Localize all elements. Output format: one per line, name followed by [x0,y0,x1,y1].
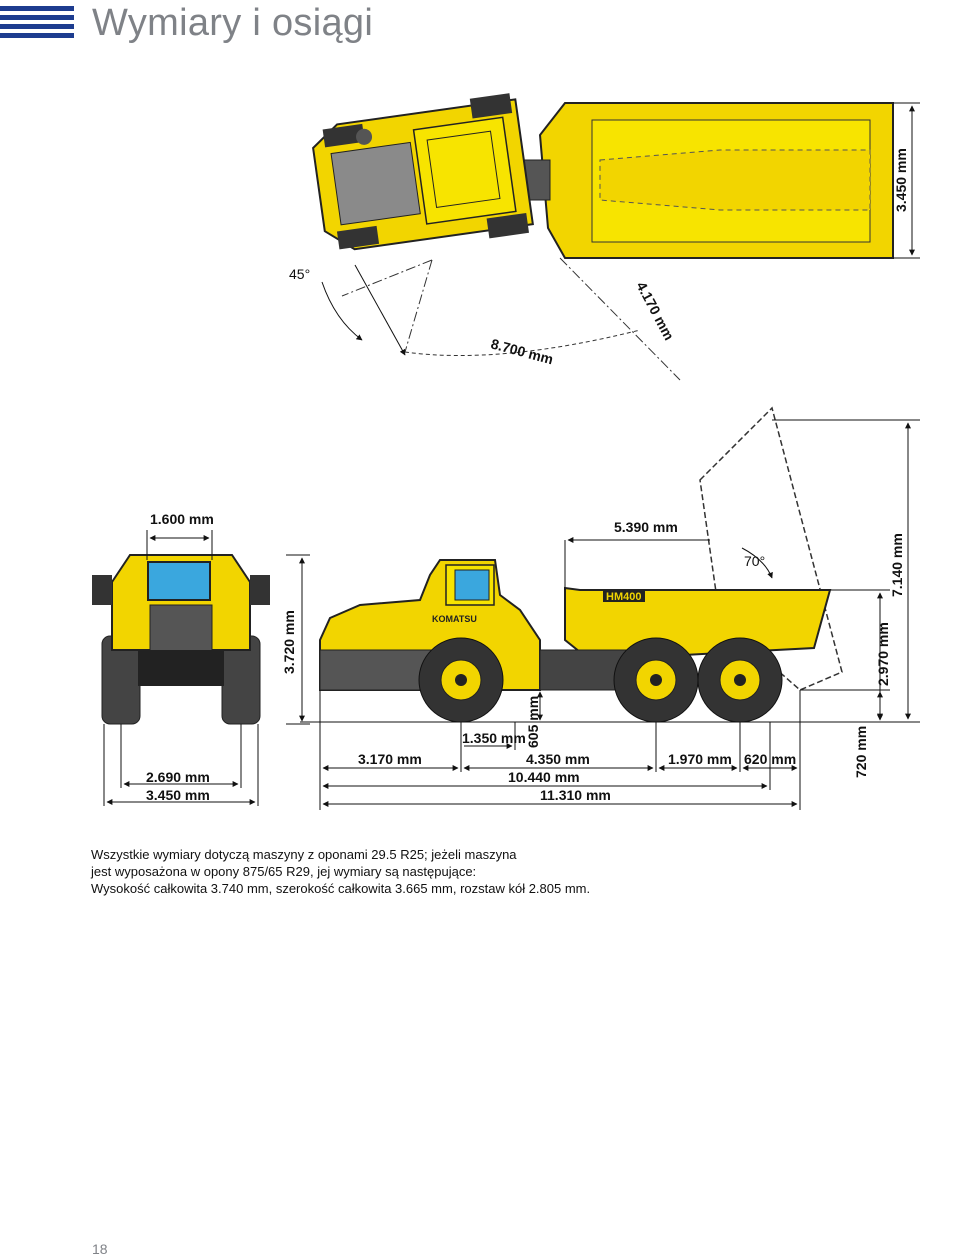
top-width-label: 3.450 mm [893,148,909,212]
dump-length-label: 5.390 mm [614,519,678,535]
brand-badge: KOMATSU [432,614,477,624]
dump-angle-label: 70° [744,553,765,569]
side-view: HM400 KOMATSU 70° 5.390 [300,406,920,810]
front-bumper [138,650,224,686]
top-tractor-unit [312,93,534,251]
front-right-mirror [250,575,270,605]
turn-angle-arc [321,281,363,341]
footnote: Wszystkie wymiary dotyczą maszyny z opon… [91,846,651,897]
rear-overhang-label: 620 mm [744,751,796,767]
dimensions-diagram: 45° 8.700 mm 4.170 mm 3.450 mm 1.600 mm … [92,93,920,810]
turning-radius-label: 8.700 mm [489,335,555,367]
front-left-mirror [92,575,112,605]
footnote-line-1: Wszystkie wymiary dotyczą maszyny z opon… [91,847,517,862]
turn-angle-label: 45° [289,266,310,282]
front-windshield [147,561,211,601]
inner-radius-line [559,257,681,381]
body-length-label: 10.440 mm [508,769,580,785]
side-cab-window [454,569,490,601]
side-dump-body [564,586,832,662]
overall-length-label: 11.310 mm [540,787,611,803]
ground-clearance-label: 605 mm [525,696,541,748]
top-dump-body [538,102,894,259]
side-wheel-rear-1 [613,637,699,723]
page-title: Wymiary i osiągi [92,2,374,44]
track-label: 2.690 mm [146,769,210,785]
model-badge: HM400 [606,591,641,603]
wheelbase-label: 4.350 mm [526,751,590,767]
inner-radius-label: 4.170 mm [633,279,677,343]
brand-stripes [0,6,74,40]
front-overhang-detail-label: 1.350 mm [462,730,526,746]
front-width-label: 3.450 mm [146,787,210,803]
cab-width-label: 1.600 mm [150,511,214,527]
turn-line-2 [404,259,433,353]
front-view: 1.600 mm 2.690 mm 3.450 mm 3.720 mm [92,511,310,806]
model-badge-bg [603,590,645,602]
page-header: Wymiary i osiągi [0,0,960,48]
dump-angle-arc [741,547,773,579]
page-number: 18 [92,1241,108,1257]
footnote-line-2: jest wyposażona w opony 875/65 R29, jej … [91,864,477,879]
turn-arc [404,329,641,356]
turn-line-1 [341,259,433,297]
radius-arrow [354,264,406,356]
dump-height-label: 2.970 mm [875,622,891,686]
tandem-label: 1.970 mm [668,751,732,767]
side-wheel-front [418,637,504,723]
raised-height-label: 7.140 mm [889,533,905,597]
side-wheel-rear-2 [697,637,783,723]
rear-clearance-label: 720 mm [853,726,869,778]
front-overhang-label: 3.170 mm [358,751,422,767]
top-view: 45° 8.700 mm 4.170 mm 3.450 mm [289,93,920,381]
front-height-label: 3.720 mm [281,610,297,674]
footnote-line-3: Wysokość całkowita 3.740 mm, szerokość c… [91,881,591,896]
